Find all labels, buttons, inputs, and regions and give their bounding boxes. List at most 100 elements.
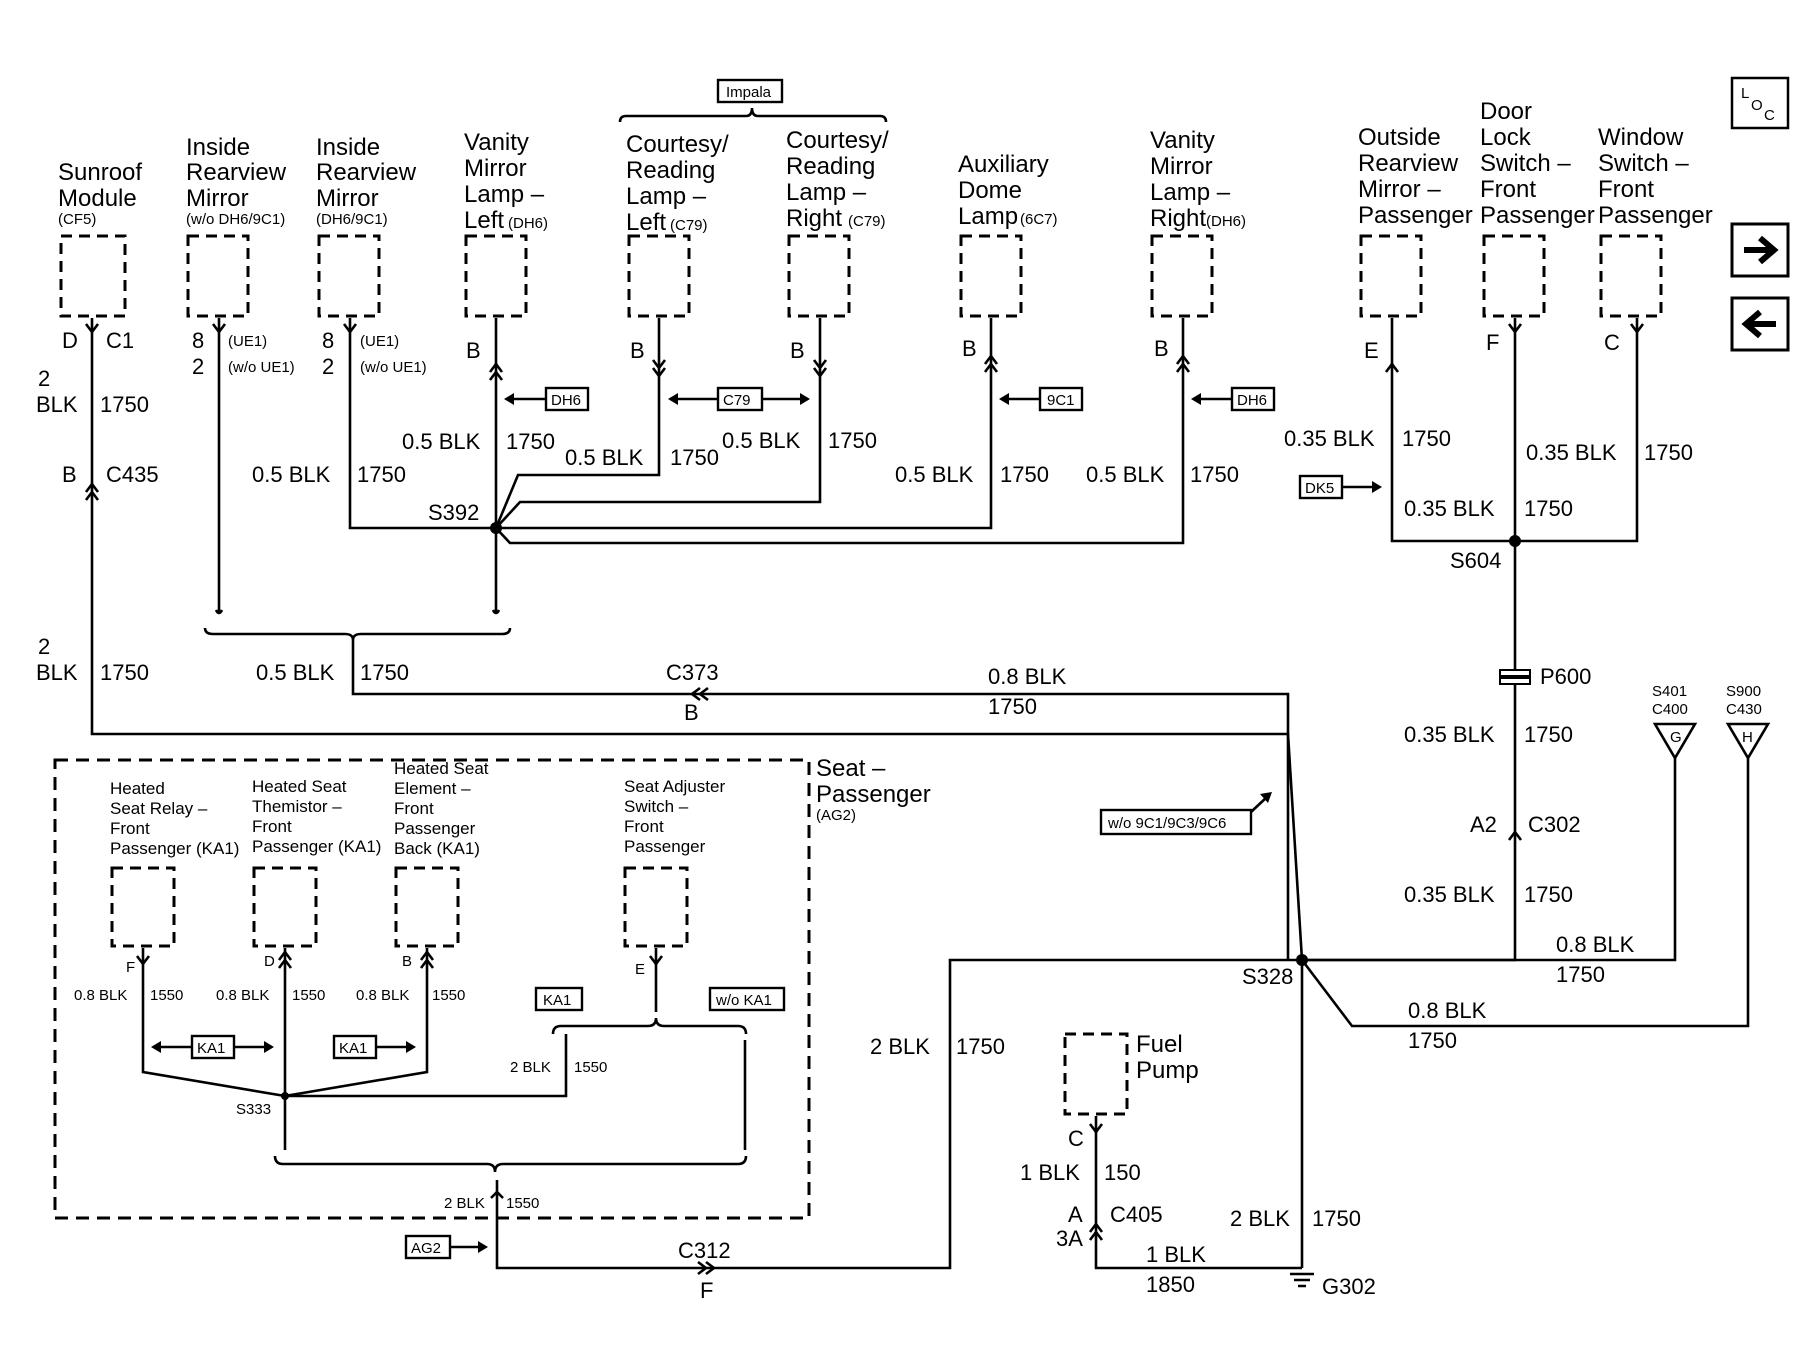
mirror-w-title-1: Inside [316,134,380,161]
chevron-adjuster [648,955,664,967]
tag-dh6: DH6 [551,392,581,409]
prev-page-button[interactable] [1730,296,1790,352]
heated-element-title-2: Element – [394,779,471,798]
heated-thermistor-box [252,866,318,948]
mirror-option-bracket [203,627,512,641]
wire-c405-circuit: 1850 [1146,1272,1195,1297]
c373-pin: B [684,700,699,725]
pin-courtesy-left: B [630,338,645,363]
mirror-w-title-2: Rearview [316,159,417,186]
vanity-right-box [1150,234,1214,318]
pin-sunroof-d: D [62,328,78,353]
heated-relay-title-2: Seat Relay – [110,799,208,818]
pin-window-switch: C [1604,330,1620,355]
courtesy-right-title-4: Right [786,205,842,232]
wire-s333-out-circuit: 1550 [574,1059,607,1076]
chevron-relay [135,955,151,967]
pin-mirror-w-woue1: (w/o UE1) [360,359,427,376]
pin-relay: F [126,959,135,976]
tag-dh6-right: DH6 [1237,392,1267,409]
aux-dome-title-1: Auxiliary [958,151,1049,178]
tag-dk5: DK5 [1305,480,1334,497]
window-switch-title-1: Window [1598,124,1684,151]
door-lock-title-2: Lock [1480,124,1532,151]
splice-nodes [281,522,1521,1100]
wires [90,318,1750,1270]
wire-mirror-w-label: 0.5 BLK [252,462,331,487]
wire-therm-circuit: 1550 [292,987,325,1004]
impala-bracket [618,107,888,123]
heated-relay-title-1: Heated [110,779,165,798]
ka1-bracket [551,1017,748,1035]
door-lock-title-3: Switch – [1480,150,1571,177]
wire-seat-out-label: 2 BLK [444,1195,485,1212]
chevron-vanity-right [1175,353,1191,373]
arrow-left-icon[interactable] [1741,309,1776,339]
wire-left-gauge: 2 [38,634,50,659]
vanity-left-title-3: Lamp – [464,181,545,208]
splice-s328: S328 [1242,964,1293,989]
door-lock-title-5: Passenger [1480,202,1595,229]
wire-outside-mirror-label: 0.35 BLK [1284,426,1375,451]
vanity-right-title-3: Lamp – [1150,179,1231,206]
vanity-left-title-1: Vanity [464,129,529,156]
pin-courtesy-right: B [790,338,805,363]
c405-label: C405 [1110,1202,1163,1227]
seat-adjuster-title-2: Switch – [624,797,689,816]
pin-fuel-pump: C [1068,1126,1084,1151]
heated-thermistor-title-3: Front [252,817,292,836]
wire-s604-out-label: 0.35 BLK [1404,496,1495,521]
pin-mirror-wo-2: 2 [192,354,204,379]
loc-icon[interactable] [1730,76,1790,130]
courtesy-left-box [627,234,691,318]
loc-button[interactable]: L O C [1730,76,1790,130]
fuel-pump-title-1: Fuel [1136,1031,1183,1058]
s900-ground-triangle [1725,722,1771,761]
mirror-wo-code: (w/o DH6/9C1) [186,211,285,228]
wire-c312 [495,958,1302,1270]
courtesy-left-code: (C79) [670,217,708,234]
svg-text:C: C [1764,107,1775,124]
labels: Sunroof Module (CF5) Inside Rearview Mir… [36,84,1762,1303]
heated-thermistor-title-1: Heated Seat [252,777,347,796]
wire-left-circuit: 1750 [100,660,149,685]
wire-vanity-right-label: 0.5 BLK [1086,462,1165,487]
chevron-thermistor [277,949,293,969]
courtesy-right-title-2: Reading [786,153,875,180]
aux-dome-title-3: Lamp [958,203,1018,230]
heated-element-title-1: Heated Seat [394,759,489,778]
heated-thermistor-title-2: Themistor – [252,797,342,816]
mirror-w-title-3: Mirror [316,185,379,212]
wire-s900 [1300,758,1750,1028]
seat-adjuster-title-4: Passenger [624,837,706,856]
wire-relay-circuit: 1550 [150,987,183,1004]
wire-vanity-right [495,318,1185,545]
tag-ka1-c: KA1 [543,992,571,1009]
wire-door-lock-label: 0.35 BLK [1526,440,1617,465]
pin-element: B [402,953,412,970]
s392-node [490,522,502,534]
pin-outside-mirror: E [1364,338,1379,363]
seat-out-bracket [273,1155,748,1173]
chevron-mirror-w [342,323,358,335]
arrow-right-icon[interactable] [1744,235,1779,265]
wire-mid-label: 0.5 BLK [256,660,335,685]
pin-mirror-w-8: 8 [322,328,334,353]
mirror-wo-title-2: Rearview [186,159,287,186]
window-switch-title-4: Passenger [1598,202,1713,229]
fuel-pump-title-2: Pump [1136,1057,1199,1084]
wire-relay [141,948,286,1098]
chevron-c312 [697,1260,717,1276]
tag-ka1-a: KA1 [197,1040,225,1057]
s328-node [1296,954,1308,966]
outside-mirror-title-2: Rearview [1358,150,1459,177]
wire-therm-label: 0.8 BLK [216,987,269,1004]
wire-sunroof-1750 [90,318,1304,961]
wire-sunroof-circuit: 1750 [100,392,149,417]
ground-s401: S401 [1652,683,1687,700]
c302-label: C302 [1528,812,1581,837]
wire-left-color: BLK [36,660,78,685]
pin-vanity-right: B [1154,336,1169,361]
next-page-button[interactable] [1730,222,1790,278]
mirror-w-box [317,234,381,318]
